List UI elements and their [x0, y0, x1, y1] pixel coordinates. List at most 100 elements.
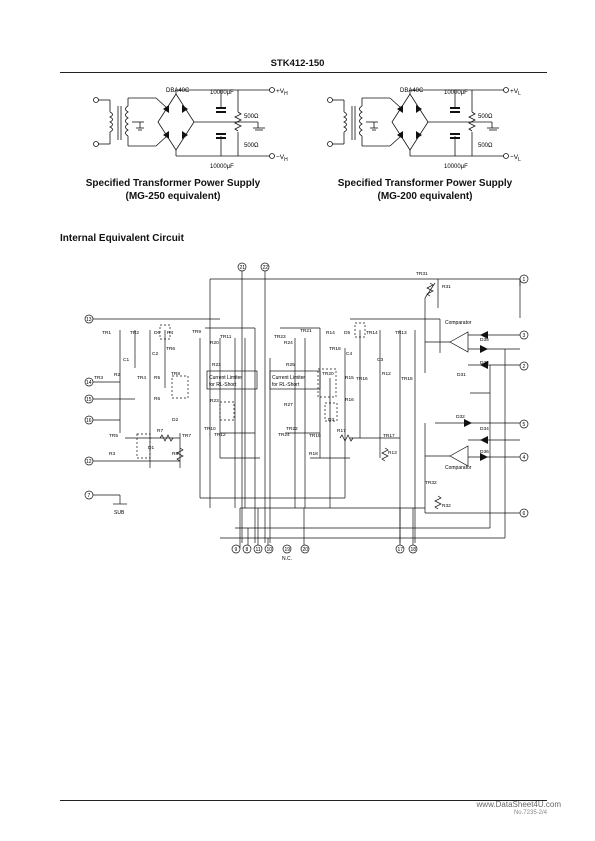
pin-8: 8 — [246, 547, 249, 553]
label-d32: D32 — [456, 414, 465, 420]
label-tr8: TR8 — [171, 371, 180, 377]
label-tr20: TR20 — [322, 371, 334, 377]
out-pos-label: +V — [276, 88, 285, 95]
pin-9: 9 — [235, 547, 238, 553]
label-tr15: TR15 — [401, 376, 413, 382]
cap-top-label: 10000μF — [210, 90, 234, 96]
label-r22: R22 — [212, 362, 221, 368]
pin-14: 14 — [86, 380, 92, 386]
label-tr18: TR18 — [329, 346, 341, 352]
internal-equivalent-circuit: 21 22 1 3 2 5 4 6 13 14 15 16 12 7 9 8 1… — [84, 262, 529, 562]
footer-rule — [60, 800, 547, 801]
label-d35: D35 — [480, 337, 489, 343]
label-tr23: TR23 — [274, 334, 286, 340]
pin-6: 6 — [523, 511, 526, 517]
pin-2: 2 — [523, 364, 526, 370]
label-r4: R4 — [167, 330, 173, 336]
label-d2: D2 — [172, 417, 178, 423]
label-r25: R25 — [286, 362, 295, 368]
pin-22: 22 — [263, 265, 269, 271]
label-r18: R18 — [309, 451, 318, 457]
pin-18: 18 — [411, 547, 417, 553]
pin-1: 1 — [523, 277, 526, 283]
label-d31: D31 — [457, 372, 466, 378]
label-d1: D1 — [148, 445, 154, 451]
pin-11: 11 — [256, 547, 261, 553]
label-tr7: TR7 — [182, 433, 191, 439]
power-supply-schematic-right: DBA40C 10000μF 10000μF 500Ω 500Ω +VL −VL — [327, 87, 521, 170]
res-bottom-label: 500Ω — [244, 143, 259, 149]
pin-21: 21 — [240, 265, 246, 271]
label-tr17: TR17 — [383, 433, 395, 439]
svg-text:+VL: +VL — [510, 88, 521, 97]
cap-top-label: 10000μF — [444, 90, 468, 96]
label-r24: R24 — [284, 340, 293, 346]
label-tr32: TR32 — [425, 480, 437, 486]
limiter-left-line1: Current Limiter — [209, 375, 242, 381]
label-r15: R15 — [345, 375, 354, 381]
res-top-label: 500Ω — [478, 114, 493, 120]
limiter-right-line2: for RL-Short — [272, 382, 300, 388]
cap-bottom-label: 10000μF — [444, 164, 468, 170]
label-tr3: TR3 — [94, 375, 103, 381]
psu-caption-line1: Specified Transformer Power Supply — [337, 178, 513, 189]
sub-label: SUB — [114, 510, 125, 516]
power-supply-schematic-left: DBA40C 10000μF 10000μF 500Ω 500Ω +VH −VH — [93, 87, 288, 170]
pin-10: 10 — [267, 547, 273, 553]
label-c3: C3 — [377, 357, 383, 363]
label-r20: R20 — [210, 340, 219, 346]
psu-caption-line1: Specified Transformer Power Supply — [85, 178, 261, 189]
footer-watermark: www.DataSheet4U.com — [476, 800, 561, 809]
label-tr24: TR24 — [278, 432, 290, 438]
label-r23: R23 — [210, 398, 219, 404]
label-tr1: TR1 — [102, 330, 111, 336]
pin-13: 13 — [86, 317, 92, 323]
psu-caption-line2: (MG-200 equivalent) — [377, 191, 473, 202]
comparator-bottom-label: Comparator — [445, 465, 472, 471]
section-heading: Internal Equivalent Circuit — [60, 233, 184, 244]
footer-code: No.7235-2/4 — [513, 810, 547, 816]
svg-text:−VL: −VL — [510, 154, 521, 163]
label-r8: R8 — [172, 451, 178, 457]
psu-caption-line2: (MG-250 equivalent) — [125, 191, 221, 202]
label-r32: R32 — [442, 503, 451, 509]
label-c2: C2 — [152, 351, 158, 357]
label-r6: R6 — [154, 396, 160, 402]
svg-text:+VH: +VH — [276, 88, 288, 97]
pin-12: 12 — [86, 459, 92, 465]
out-neg-label: −V — [276, 154, 285, 161]
psu-caption-left: Specified Transformer Power Supply (MG-2… — [60, 177, 286, 203]
pin-4: 4 — [523, 455, 526, 461]
label-tr5: TR5 — [109, 433, 118, 439]
pin-20: 20 — [303, 547, 309, 553]
res-bottom-label: 500Ω — [478, 143, 493, 149]
pin-3: 3 — [523, 333, 526, 339]
label-tr22: TR22 — [286, 426, 298, 432]
limiter-left-line2: for RL-Short — [209, 382, 237, 388]
label-tr10: TR10 — [204, 426, 216, 432]
psu-caption-right: Specified Transformer Power Supply (MG-2… — [312, 177, 538, 203]
label-d6: D6 — [154, 330, 160, 336]
document-title: STK412-150 — [270, 58, 325, 69]
label-tr14: TR14 — [366, 330, 378, 336]
label-tr13: TR13 — [395, 330, 407, 336]
label-d34: D34 — [480, 426, 489, 432]
rectifier-label: DBA40C — [400, 88, 424, 94]
label-tr31: TR31 — [416, 271, 428, 277]
out-neg-label: −V — [510, 154, 519, 161]
label-r12: R12 — [382, 371, 391, 377]
label-tr16: TR16 — [356, 376, 368, 382]
limiter-right-line1: Current Limiter — [272, 375, 305, 381]
cap-bottom-label: 10000μF — [210, 164, 234, 170]
label-tr6: TR6 — [166, 346, 175, 352]
label-tr11: TR11 — [220, 334, 232, 340]
res-top-label: 500Ω — [244, 114, 259, 120]
pin-16: 16 — [86, 418, 92, 424]
label-c4: C4 — [346, 351, 352, 357]
header-rule — [60, 72, 547, 73]
pin-19: 19 — [285, 547, 291, 553]
label-r7: R7 — [157, 428, 163, 434]
label-r17: R17 — [337, 428, 346, 434]
label-c1: C1 — [123, 357, 129, 363]
label-r31: R31 — [442, 284, 451, 290]
